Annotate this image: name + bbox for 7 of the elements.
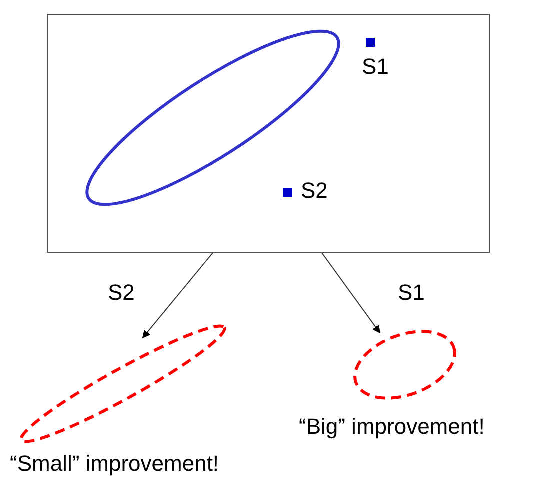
arrow [322, 252, 381, 334]
plot-frame [47, 14, 490, 253]
point-label: S2 [301, 180, 328, 202]
arrow [142, 252, 214, 339]
node-label: “Small” improvement! [10, 453, 220, 475]
point-label: S1 [362, 56, 389, 78]
node-label: “Big” improvement! [299, 416, 485, 438]
